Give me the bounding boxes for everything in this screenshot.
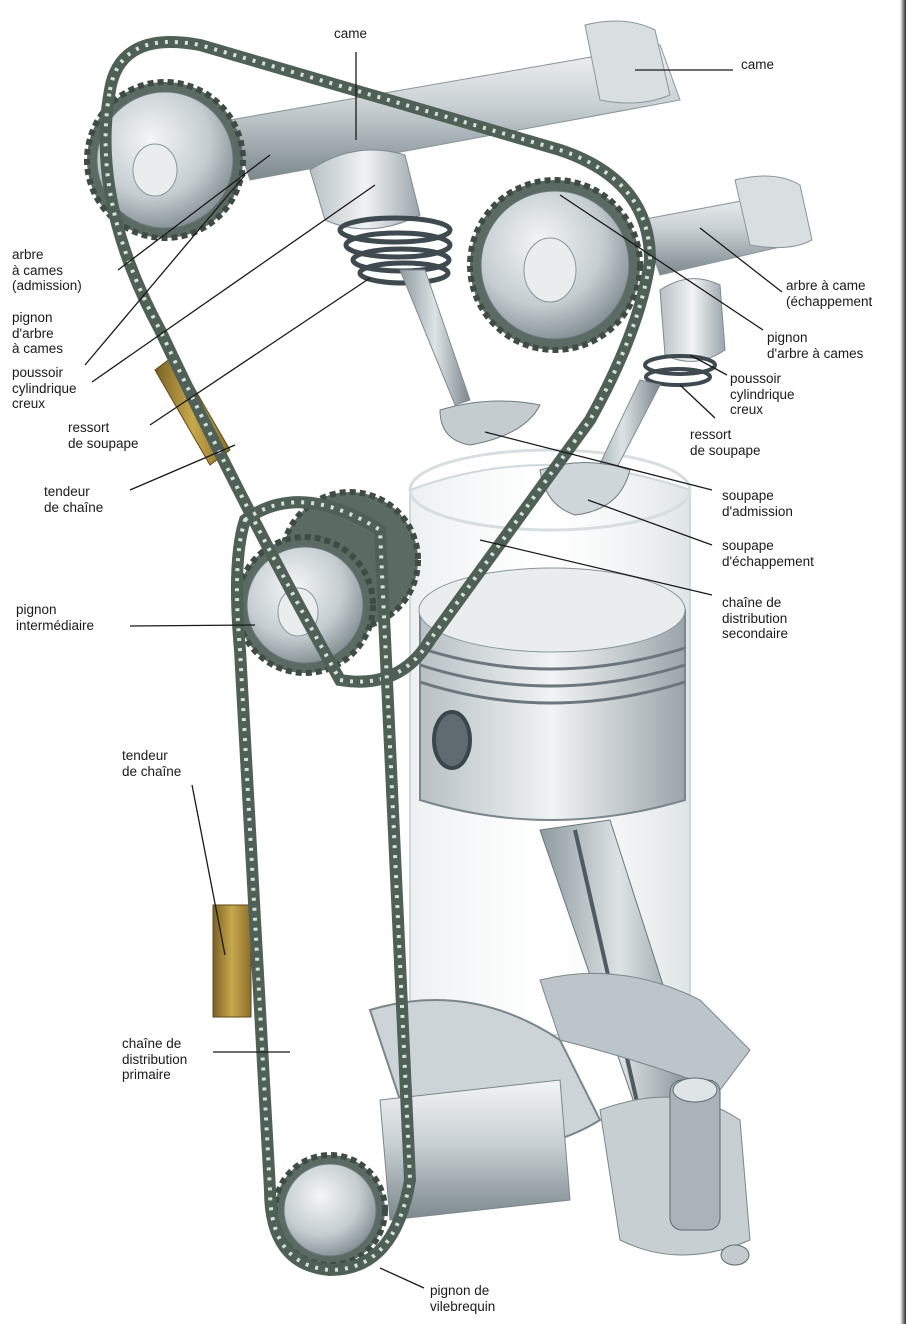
label-line: pignon de bbox=[430, 1283, 495, 1299]
label-line: creux bbox=[730, 402, 795, 418]
label-line: de soupape bbox=[690, 443, 761, 459]
label-line: de soupape bbox=[68, 436, 139, 452]
label-line: arbre bbox=[12, 247, 82, 263]
label-line: intermédiaire bbox=[16, 618, 94, 634]
label-line: chaîne de bbox=[122, 1036, 187, 1052]
page-edge-shadow bbox=[900, 0, 906, 1324]
label-line: d'admission bbox=[722, 504, 793, 520]
label-line: pignon bbox=[767, 330, 863, 346]
label-line: primaire bbox=[122, 1067, 187, 1083]
label-arbre-echappement: arbre à came (échappement bbox=[786, 278, 872, 309]
label-pignon-arbre-left: pignon d'arbre à cames bbox=[12, 310, 63, 357]
label-came-right: came bbox=[741, 57, 774, 73]
label-line: à cames bbox=[12, 263, 82, 279]
label-line: vilebrequin bbox=[430, 1299, 495, 1315]
label-line: arbre à came bbox=[786, 278, 872, 294]
label-chaine-secondaire: chaîne de distribution secondaire bbox=[722, 595, 788, 642]
label-line: cylindrique bbox=[730, 387, 795, 403]
label-poussoir-right: poussoir cylindrique creux bbox=[730, 371, 795, 418]
label-tendeur-lower: tendeur de chaîne bbox=[122, 748, 181, 779]
label-line: distribution bbox=[722, 611, 788, 627]
label-line: ressort bbox=[68, 420, 139, 436]
label-line: ressort bbox=[690, 427, 761, 443]
label-line: de chaîne bbox=[44, 500, 103, 516]
label-soupape-admission: soupape d'admission bbox=[722, 488, 793, 519]
label-line: pignon bbox=[16, 602, 94, 618]
label-line: soupape bbox=[722, 488, 793, 504]
label-line: chaîne de bbox=[722, 595, 788, 611]
label-pignon-vilebrequin: pignon de vilebrequin bbox=[430, 1283, 495, 1314]
label-ressort-right: ressort de soupape bbox=[690, 427, 761, 458]
label-ressort-left: ressort de soupape bbox=[68, 420, 139, 451]
label-line: tendeur bbox=[122, 748, 181, 764]
label-soupape-echappement: soupape d'échappement bbox=[722, 538, 814, 569]
intake-camshaft bbox=[230, 21, 680, 180]
label-chaine-primaire: chaîne de distribution primaire bbox=[122, 1036, 187, 1083]
label-line: secondaire bbox=[722, 626, 788, 642]
label-came-top: came bbox=[334, 26, 367, 42]
label-tendeur-upper: tendeur de chaîne bbox=[44, 484, 103, 515]
label-line: poussoir bbox=[12, 365, 77, 381]
label-line: came bbox=[741, 57, 774, 73]
label-line: poussoir bbox=[730, 371, 795, 387]
label-line: d'échappement bbox=[722, 554, 814, 570]
label-line: de chaîne bbox=[122, 764, 181, 780]
label-line: tendeur bbox=[44, 484, 103, 500]
label-line: creux bbox=[12, 396, 77, 412]
label-line: came bbox=[334, 26, 367, 42]
crankshaft bbox=[370, 973, 750, 1265]
label-line: d'arbre bbox=[12, 326, 63, 342]
label-line: (échappement bbox=[786, 294, 872, 310]
label-line: d'arbre à cames bbox=[767, 346, 863, 362]
label-line: à cames bbox=[12, 341, 63, 357]
label-line: cylindrique bbox=[12, 381, 77, 397]
label-line: pignon bbox=[12, 310, 63, 326]
label-pignon-intermediaire: pignon intermédiaire bbox=[16, 602, 94, 633]
label-pignon-arbre-right: pignon d'arbre à cames bbox=[767, 330, 863, 361]
label-line: (admission) bbox=[12, 278, 82, 294]
label-line: distribution bbox=[122, 1052, 187, 1068]
label-poussoir-left: poussoir cylindrique creux bbox=[12, 365, 77, 412]
exhaust-camshaft-sprocket bbox=[470, 180, 640, 350]
label-line: soupape bbox=[722, 538, 814, 554]
exhaust-camshaft bbox=[640, 176, 812, 275]
label-arbre-admission: arbre à cames (admission) bbox=[12, 247, 82, 294]
